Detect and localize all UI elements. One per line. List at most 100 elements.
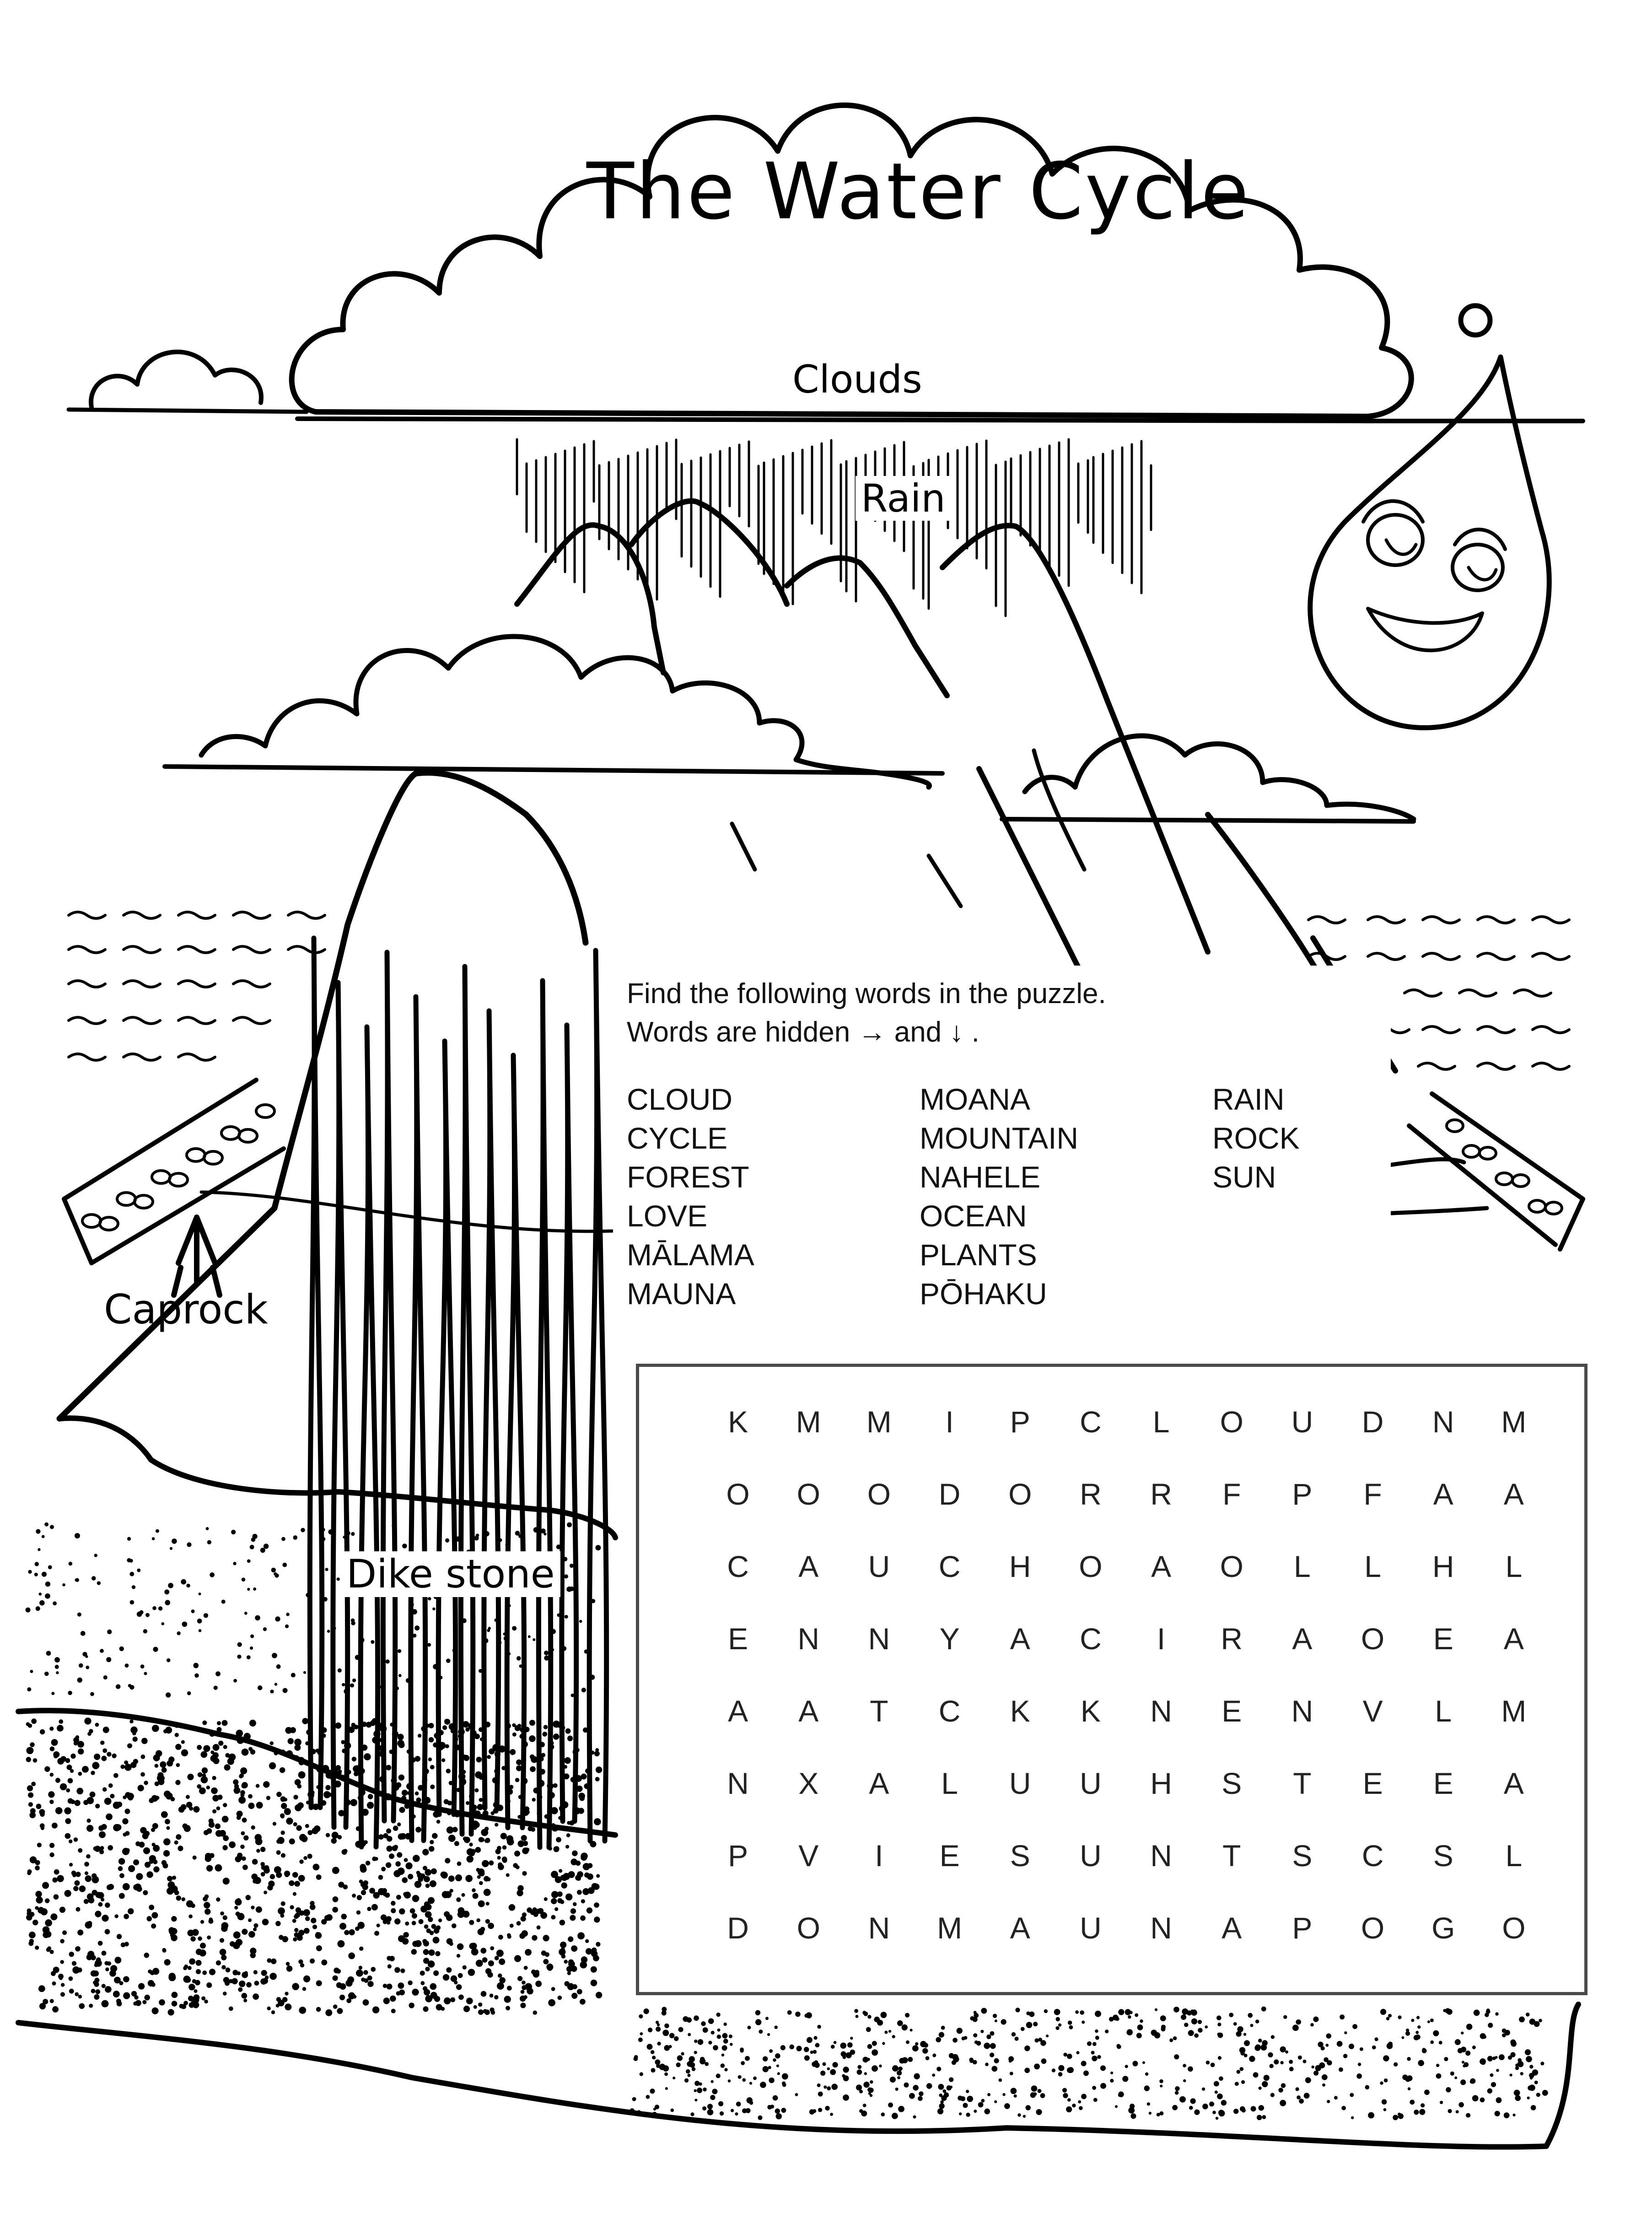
- puzzle-letter[interactable]: L: [1152, 1405, 1171, 1439]
- puzzle-letter[interactable]: T: [1222, 1839, 1242, 1873]
- puzzle-letter[interactable]: A: [798, 1549, 820, 1583]
- puzzle-letter[interactable]: A: [728, 1694, 749, 1728]
- puzzle-letter[interactable]: O: [1361, 1622, 1386, 1656]
- puzzle-letter[interactable]: I: [875, 1839, 884, 1873]
- puzzle-letter[interactable]: P: [728, 1839, 749, 1873]
- puzzle-letter[interactable]: U: [868, 1549, 891, 1583]
- puzzle-letter[interactable]: O: [1008, 1477, 1033, 1511]
- puzzle-letter[interactable]: C: [727, 1549, 750, 1583]
- puzzle-letter[interactable]: E: [1433, 1766, 1454, 1800]
- puzzle-letter[interactable]: G: [1431, 1911, 1456, 1945]
- puzzle-letter[interactable]: L: [1505, 1549, 1523, 1583]
- puzzle-letter[interactable]: V: [798, 1839, 820, 1873]
- puzzle-letter[interactable]: M: [937, 1911, 963, 1945]
- puzzle-letter[interactable]: M: [1501, 1405, 1528, 1439]
- puzzle-letter[interactable]: S: [1433, 1839, 1454, 1873]
- puzzle-letter[interactable]: N: [868, 1622, 891, 1656]
- puzzle-letter[interactable]: S: [1222, 1766, 1243, 1800]
- puzzle-letter[interactable]: N: [1291, 1694, 1314, 1728]
- puzzle-letter[interactable]: A: [1503, 1766, 1525, 1800]
- puzzle-letter[interactable]: L: [1435, 1694, 1453, 1728]
- puzzle-letter[interactable]: M: [866, 1405, 893, 1439]
- puzzle-letter[interactable]: E: [1222, 1694, 1243, 1728]
- puzzle-letter[interactable]: O: [1220, 1405, 1244, 1439]
- puzzle-letter[interactable]: U: [1080, 1911, 1103, 1945]
- puzzle-letter[interactable]: E: [1433, 1622, 1454, 1656]
- puzzle-letter[interactable]: A: [798, 1694, 820, 1728]
- puzzle-letter[interactable]: N: [727, 1766, 750, 1800]
- puzzle-letter[interactable]: N: [1150, 1694, 1173, 1728]
- puzzle-letter[interactable]: K: [1080, 1694, 1102, 1728]
- puzzle-letter[interactable]: O: [726, 1477, 751, 1511]
- puzzle-letter[interactable]: O: [796, 1477, 821, 1511]
- puzzle-letter[interactable]: C: [938, 1694, 962, 1728]
- puzzle-letter[interactable]: A: [1010, 1911, 1031, 1945]
- puzzle-letter[interactable]: E: [1362, 1766, 1384, 1800]
- puzzle-letter[interactable]: O: [1502, 1911, 1527, 1945]
- puzzle-letter[interactable]: K: [1010, 1694, 1031, 1728]
- puzzle-letter[interactable]: Y: [939, 1622, 961, 1656]
- puzzle-letter[interactable]: O: [796, 1911, 821, 1945]
- puzzle-letter[interactable]: C: [1080, 1622, 1103, 1656]
- sediment-boundary: [16, 1708, 618, 1838]
- puzzle-letter[interactable]: L: [941, 1766, 959, 1800]
- puzzle-letter[interactable]: A: [869, 1766, 890, 1800]
- small-left-cloud-base: [66, 407, 309, 414]
- puzzle-letter[interactable]: A: [1010, 1622, 1031, 1656]
- puzzle-letter[interactable]: F: [1363, 1477, 1383, 1511]
- puzzle-letter[interactable]: O: [867, 1477, 892, 1511]
- puzzle-letter[interactable]: U: [1080, 1766, 1103, 1800]
- puzzle-letter[interactable]: S: [1010, 1839, 1031, 1873]
- puzzle-letter[interactable]: T: [1293, 1766, 1313, 1800]
- puzzle-letter[interactable]: L: [1505, 1839, 1523, 1873]
- puzzle-letter[interactable]: D: [1361, 1405, 1385, 1439]
- puzzle-letter[interactable]: U: [1009, 1766, 1032, 1800]
- puzzle-letter[interactable]: F: [1222, 1477, 1242, 1511]
- puzzle-letter[interactable]: D: [938, 1477, 962, 1511]
- puzzle-letter[interactable]: M: [796, 1405, 822, 1439]
- puzzle-letter[interactable]: R: [1221, 1622, 1244, 1656]
- puzzle-letter[interactable]: R: [1080, 1477, 1103, 1511]
- puzzle-letter[interactable]: X: [798, 1766, 820, 1800]
- puzzle-letter[interactable]: P: [1010, 1405, 1031, 1439]
- puzzle-letter[interactable]: K: [728, 1405, 749, 1439]
- puzzle-letter[interactable]: T: [870, 1694, 889, 1728]
- puzzle-letter[interactable]: A: [1222, 1911, 1243, 1945]
- puzzle-letter[interactable]: A: [1151, 1549, 1173, 1583]
- puzzle-letter[interactable]: S: [1292, 1839, 1313, 1873]
- puzzle-letter[interactable]: M: [1501, 1694, 1528, 1728]
- puzzle-letter[interactable]: O: [1220, 1549, 1244, 1583]
- puzzle-letter[interactable]: V: [1362, 1694, 1384, 1728]
- puzzle-letter[interactable]: I: [945, 1405, 955, 1439]
- puzzle-letter[interactable]: L: [1364, 1549, 1382, 1583]
- puzzle-letter[interactable]: A: [1433, 1477, 1454, 1511]
- puzzle-letter[interactable]: N: [797, 1622, 821, 1656]
- puzzle-letter[interactable]: A: [1503, 1622, 1525, 1656]
- puzzle-letter[interactable]: C: [938, 1549, 962, 1583]
- puzzle-letter[interactable]: O: [1079, 1549, 1103, 1583]
- puzzle-letter[interactable]: P: [1292, 1911, 1313, 1945]
- puzzle-letter[interactable]: A: [1503, 1477, 1525, 1511]
- puzzle-letter[interactable]: C: [1080, 1405, 1103, 1439]
- puzzle-letter[interactable]: C: [1361, 1839, 1385, 1873]
- puzzle-letter[interactable]: R: [1150, 1477, 1173, 1511]
- puzzle-letter[interactable]: U: [1291, 1405, 1314, 1439]
- puzzle-letter[interactable]: H: [1432, 1549, 1455, 1583]
- puzzle-letter[interactable]: H: [1009, 1549, 1032, 1583]
- puzzle-letter[interactable]: L: [1294, 1549, 1312, 1583]
- puzzle-letter[interactable]: N: [1432, 1405, 1455, 1439]
- puzzle-letter[interactable]: D: [727, 1911, 750, 1945]
- puzzle-letter[interactable]: P: [1292, 1477, 1313, 1511]
- puzzle-letter[interactable]: H: [1150, 1766, 1173, 1800]
- puzzle-letter[interactable]: U: [1080, 1839, 1103, 1873]
- puzzle-letter[interactable]: N: [868, 1911, 891, 1945]
- puzzle-letter[interactable]: E: [939, 1839, 961, 1873]
- puzzle-letter[interactable]: E: [728, 1622, 749, 1656]
- clouds-label: Clouds: [792, 357, 922, 402]
- arrow-down-icon: ↓: [949, 1016, 964, 1048]
- puzzle-letter[interactable]: N: [1150, 1911, 1173, 1945]
- puzzle-letter[interactable]: I: [1157, 1622, 1167, 1656]
- puzzle-letter[interactable]: O: [1361, 1911, 1386, 1945]
- puzzle-letter[interactable]: N: [1150, 1839, 1173, 1873]
- puzzle-letter[interactable]: A: [1292, 1622, 1313, 1656]
